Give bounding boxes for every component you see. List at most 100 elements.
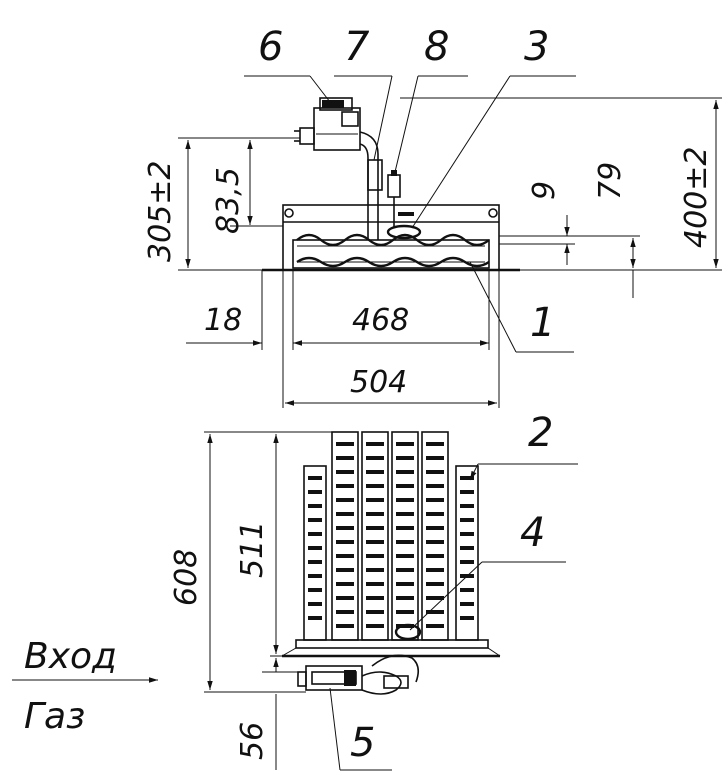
burner-slot (426, 554, 444, 558)
dimension-labels: 305±2 83,5 9 79 400±2 18 468 504 608 511… (143, 147, 714, 760)
dim-83: 83,5 (211, 167, 246, 234)
burner-ribbon-upper (296, 233, 490, 247)
dim-504: 504 (350, 365, 407, 400)
burner-slot (396, 456, 414, 460)
burner-slot (426, 456, 444, 460)
burner-slot (336, 456, 354, 460)
burner-slot (396, 526, 414, 530)
burner-slot (396, 470, 414, 474)
burner-slot (366, 456, 384, 460)
burner-slot (460, 602, 474, 606)
burner-slot (336, 526, 354, 530)
burner-slot (460, 532, 474, 536)
burner-slot (426, 568, 444, 572)
burner-slot (460, 504, 474, 508)
burner-slot (396, 512, 414, 516)
burner-slot (336, 624, 354, 628)
burner-slot (426, 442, 444, 446)
burner-slot (308, 532, 322, 536)
dim-468: 468 (352, 303, 409, 338)
burner-slot (366, 568, 384, 572)
burner-slot (366, 442, 384, 446)
pilot-assembly (386, 170, 422, 240)
burner-slot (308, 560, 322, 564)
gas-pipe (359, 131, 379, 240)
burner-slot (426, 596, 444, 600)
burner-slot (426, 498, 444, 502)
burner-tubes (303, 431, 479, 641)
burner-slot (366, 470, 384, 474)
burner-slot (308, 602, 322, 606)
callout-5: 5 (350, 720, 375, 766)
dim-9: 9 (527, 181, 562, 200)
callout-3: 3 (524, 24, 549, 70)
burner-slot (396, 568, 414, 572)
burner-slot (426, 526, 444, 530)
burner-slot (396, 540, 414, 544)
burner-slot (336, 568, 354, 572)
dim-18: 18 (204, 303, 242, 338)
burner-slot (308, 588, 322, 592)
burner-slot (396, 554, 414, 558)
top-view (178, 75, 722, 408)
burner-slot (336, 582, 354, 586)
burner-slot (426, 582, 444, 586)
burner-slot (426, 540, 444, 544)
burner-slot (460, 476, 474, 480)
burner-slots (308, 442, 474, 628)
burner-slot (460, 546, 474, 550)
callout-labels: 6 7 8 3 1 2 4 5 (258, 24, 555, 766)
burner-slot (426, 624, 444, 628)
burner-slot (336, 540, 354, 544)
burner-slot (366, 484, 384, 488)
dim-608: 608 (169, 549, 204, 606)
dim-56: 56 (235, 722, 270, 760)
callout-4: 4 (520, 510, 545, 556)
burner-slot (308, 504, 322, 508)
burner-slot (366, 582, 384, 586)
burner-slot (460, 616, 474, 620)
burner-slot (396, 596, 414, 600)
burner-slot (366, 526, 384, 530)
burner-slot (308, 490, 322, 494)
burner-slot (308, 518, 322, 522)
burner-slot (336, 498, 354, 502)
burner-slot (336, 470, 354, 474)
burner-slot (308, 616, 322, 620)
burner-slot (366, 624, 384, 628)
burner-slot (308, 546, 322, 550)
gas-inlet-labels: Вход Газ (24, 636, 117, 737)
dim-79: 79 (593, 162, 628, 200)
callout-6: 6 (258, 24, 283, 70)
bottom-view (12, 431, 578, 771)
burner-slot (460, 560, 474, 564)
burner-ribbon-lower (296, 256, 490, 268)
burner-slot (426, 610, 444, 614)
burner-slot (366, 596, 384, 600)
dim-511: 511 (235, 521, 270, 578)
burner-slot (336, 554, 354, 558)
burner-slot (366, 610, 384, 614)
burner-slot (460, 518, 474, 522)
burner-slot (426, 512, 444, 516)
burner-slot (396, 498, 414, 502)
burner-slot (336, 596, 354, 600)
gas-valve-bottom (297, 654, 420, 695)
burner-slot (366, 540, 384, 544)
dim-305: 305±2 (143, 161, 178, 262)
callout-8: 8 (424, 24, 449, 70)
gas-valve (294, 97, 361, 151)
pilot-burner (394, 623, 422, 641)
gas-inlet-bottom-label: Газ (24, 696, 85, 737)
burner-slot (336, 484, 354, 488)
burner-slot (426, 484, 444, 488)
burner-slot (366, 498, 384, 502)
gas-inlet-top-label: Вход (24, 636, 117, 677)
burner-slot (460, 588, 474, 592)
burner-slot (308, 574, 322, 578)
burner-slot (396, 610, 414, 614)
burner-slot (426, 470, 444, 474)
callout-2: 2 (528, 410, 553, 456)
burner-slot (308, 476, 322, 480)
